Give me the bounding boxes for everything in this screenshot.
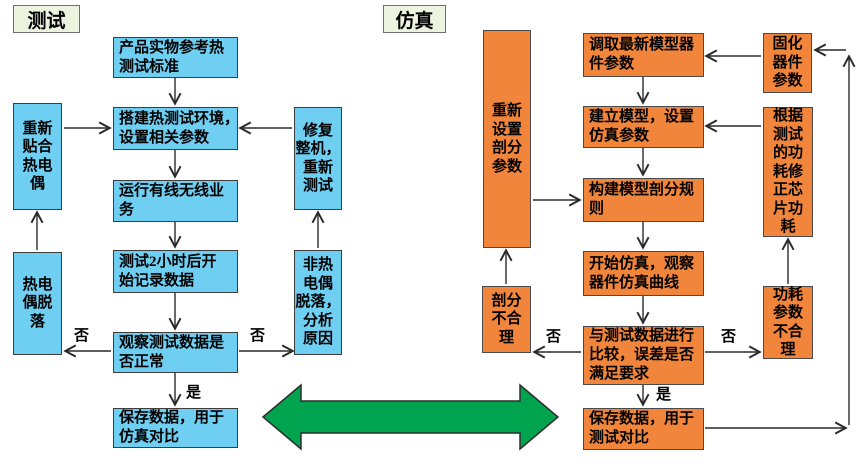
sim-step-save-data: 保存数据，用于 测试对比 bbox=[583, 408, 704, 450]
test-branch-no-right: 否 bbox=[250, 328, 266, 344]
sim-step-start-simulation: 开始仿真，观察 器件仿真曲线 bbox=[583, 251, 704, 296]
test-step-setup-environment: 搭建热测试环境， 设置相关参数 bbox=[113, 107, 239, 150]
test-branch-no-left: 否 bbox=[74, 328, 90, 344]
sim-correct-chip-power: 根据 测试 的功 耗修 正芯 片功 耗 bbox=[763, 107, 813, 237]
sim-branch-yes: 是 bbox=[656, 387, 672, 403]
sim-section-label: 仿真 bbox=[383, 5, 446, 33]
sim-step-mesh-rules: 构建模型剖分规 则 bbox=[583, 178, 704, 222]
sim-branch-no-right: 否 bbox=[721, 329, 737, 345]
test-step-run-services: 运行有线无线业 务 bbox=[113, 180, 238, 222]
sim-decision-error-acceptable: 与测试数据进行 比较，误差是否 满足要求 bbox=[583, 326, 704, 385]
test-thermocouple-detached: 热电 偶脱 落 bbox=[13, 252, 62, 355]
test-step-save-data: 保存数据，用于 仿真对比 bbox=[113, 408, 238, 448]
sim-solidify-device-params: 固化 器件 参数 bbox=[763, 33, 812, 93]
test-sim-compare-arrow bbox=[261, 383, 560, 451]
test-branch-yes: 是 bbox=[186, 385, 202, 401]
test-analyze-non-thermocouple-cause: 非热 电偶 脱落， 分析 原因 bbox=[294, 250, 342, 355]
test-repair-and-retest: 修复 整机， 重新 测试 bbox=[294, 107, 342, 210]
test-step-reference-standard: 产品实物参考热 测试标准 bbox=[113, 37, 238, 78]
test-section-label: 测试 bbox=[13, 5, 80, 33]
sim-mesh-unreasonable: 剖分 不合 理 bbox=[482, 286, 531, 353]
test-decision-data-normal: 观察测试数据是 否正常 bbox=[113, 332, 238, 373]
test-step-record-data: 测试2小时后开 始记录数据 bbox=[113, 250, 238, 293]
test-reattach-thermocouple: 重新 贴合 热电 偶 bbox=[13, 103, 62, 210]
sim-step-fetch-model-params: 调取最新模型器 件参数 bbox=[583, 33, 704, 77]
sim-branch-no-left: 否 bbox=[546, 329, 562, 345]
sim-reset-mesh-params: 重新 设置 剖分 参数 bbox=[483, 30, 531, 248]
sim-step-build-model: 建立模型，设置 仿真参数 bbox=[583, 106, 704, 148]
sim-power-params-unreasonable: 功耗 参数 不合 理 bbox=[763, 286, 813, 359]
